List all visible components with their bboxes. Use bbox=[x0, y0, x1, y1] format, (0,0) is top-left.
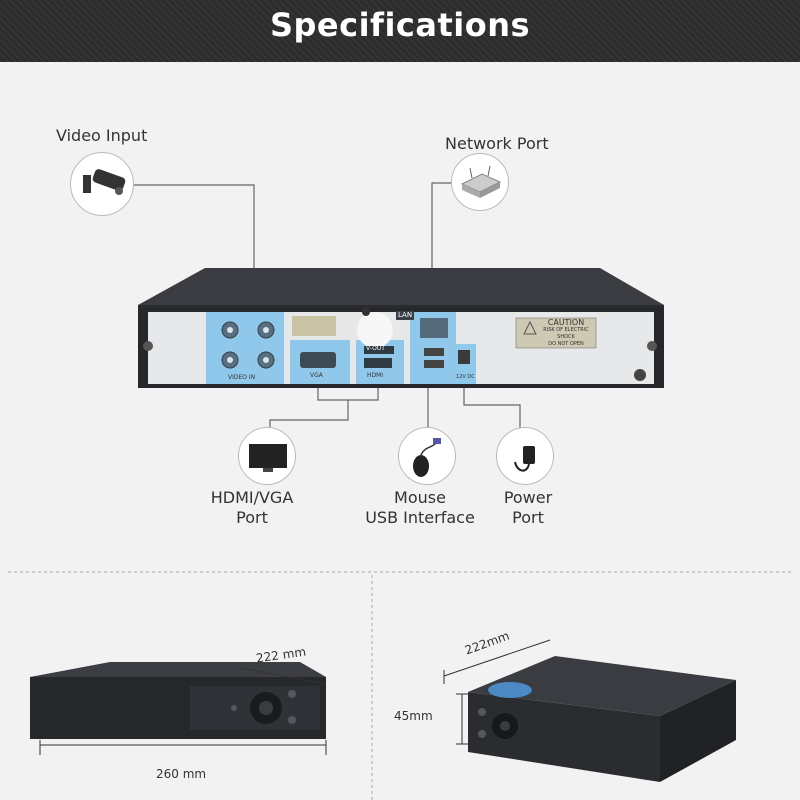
network-port-label: Network Port bbox=[445, 134, 549, 153]
power-adapter-icon bbox=[496, 427, 554, 485]
video-input-label: Video Input bbox=[56, 126, 148, 145]
monitor-icon bbox=[238, 427, 296, 485]
video-in-label: VIDEO IN bbox=[228, 374, 256, 381]
caution-sticker: CAUTION RISK OF ELECTRIC SHOCK DO NOT OP… bbox=[536, 319, 596, 348]
power-port-label-line2: Port bbox=[512, 508, 544, 527]
caution-line2: DO NOT OPEN bbox=[548, 341, 584, 347]
hdmi-vga-label: HDMI/VGA Port bbox=[200, 488, 304, 528]
vga-label: VGA bbox=[310, 372, 323, 379]
mouse-icon bbox=[398, 427, 456, 485]
lan-label: LAN bbox=[396, 311, 415, 319]
mouse-usb-label: Mouse USB Interface bbox=[358, 488, 482, 528]
height-label: 45mm bbox=[394, 709, 433, 723]
vout-label: V-OUT bbox=[366, 345, 385, 352]
header-bar: Specifications bbox=[0, 0, 800, 62]
mouse-usb-label-line2: USB Interface bbox=[365, 508, 475, 527]
camera-icon bbox=[70, 152, 134, 216]
hdmi-vga-label-line2: Port bbox=[236, 508, 268, 527]
power-port-label-line1: Power bbox=[503, 488, 553, 507]
network-router-icon bbox=[451, 153, 509, 211]
page-title: Specifications bbox=[269, 6, 531, 44]
caution-title: CAUTION bbox=[547, 318, 585, 327]
power-dc-label: 12V DC bbox=[456, 374, 475, 380]
hdmi-label: HDMI bbox=[367, 372, 384, 379]
power-port-label: Power Port bbox=[488, 488, 568, 528]
width-label: 260 mm bbox=[156, 767, 207, 781]
mouse-usb-label-line1: Mouse bbox=[394, 488, 446, 507]
hdmi-vga-label-line1: HDMI/VGA bbox=[210, 488, 294, 507]
caution-line1: RISK OF ELECTRIC SHOCK bbox=[543, 327, 589, 340]
